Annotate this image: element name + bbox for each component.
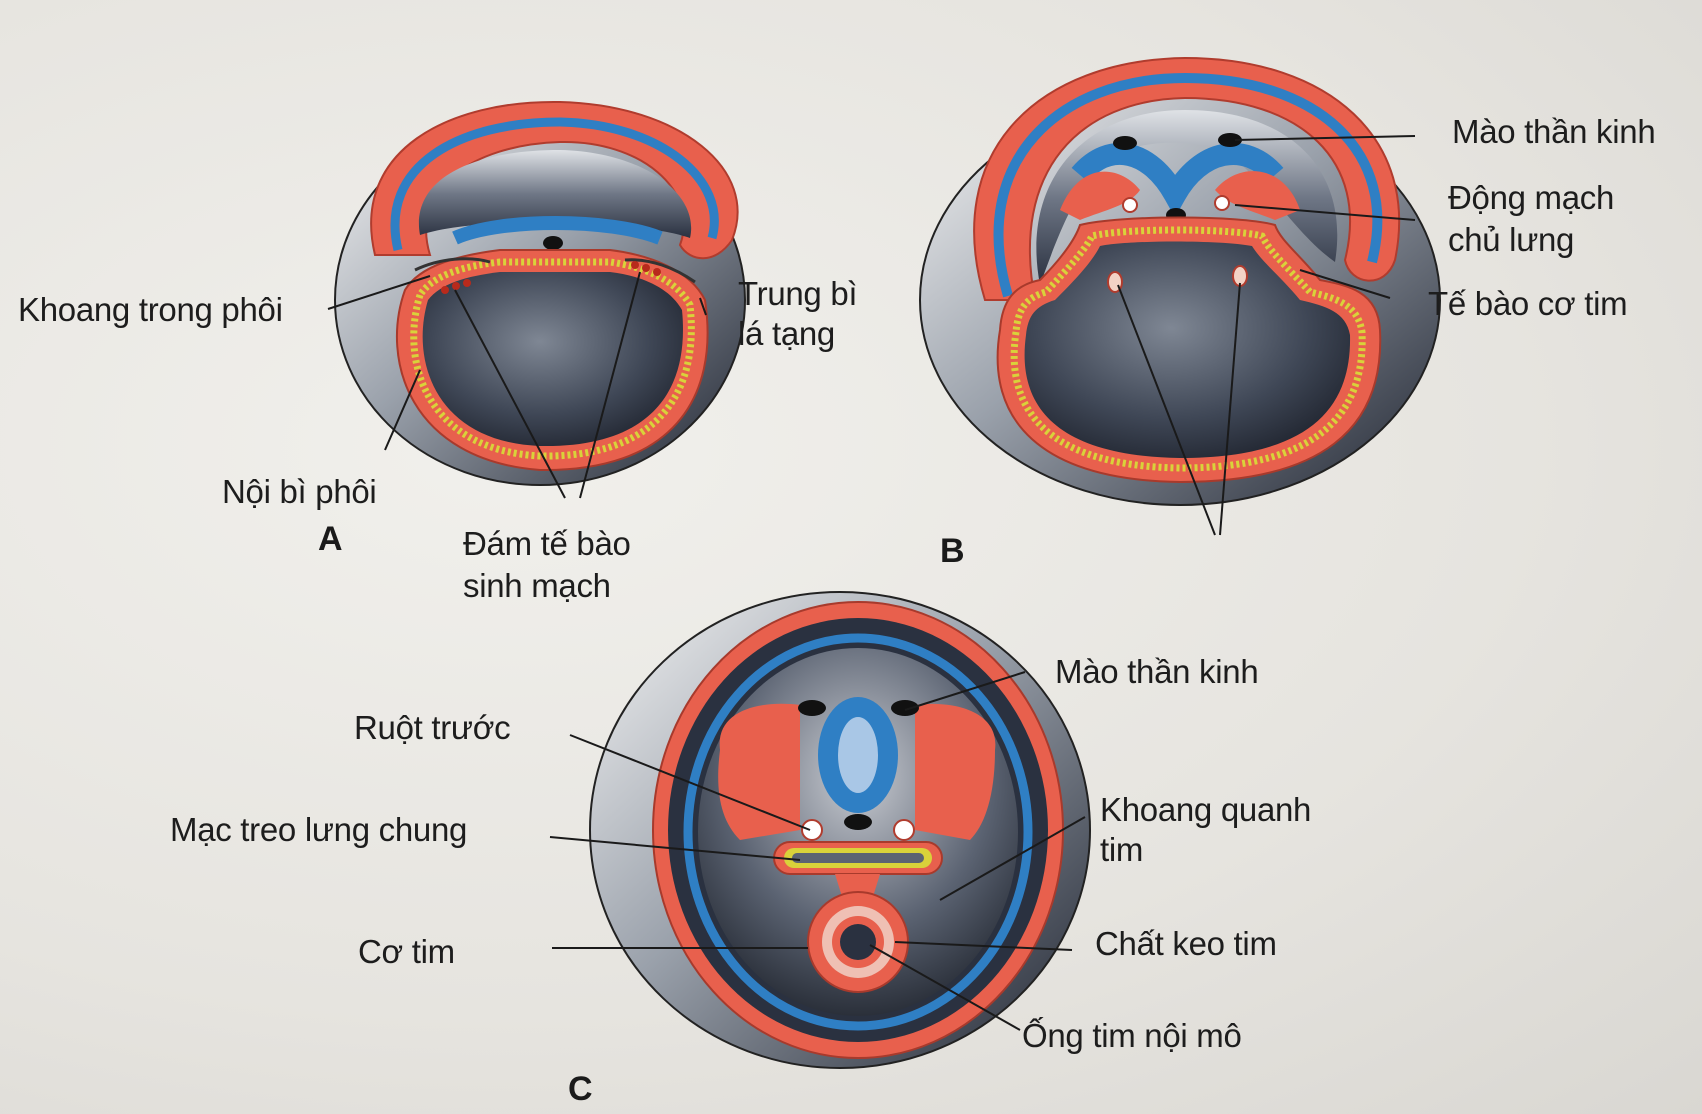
- a-leader-lines: [327, 271, 707, 499]
- label-dong-mach: Động mạch: [1448, 179, 1615, 216]
- b-amnion-mesoderm: [973, 56, 1401, 301]
- c-foregut-lumen: [792, 853, 924, 863]
- label-la-tang: lá tạng: [738, 315, 835, 352]
- panel-label-a: A: [318, 520, 343, 558]
- b-neural-crest: [1113, 133, 1242, 150]
- label-mac-treo-lung-chung: Mạc treo lưng chung: [170, 811, 468, 848]
- label-b-mao-than-kinh: Mào thần kinh: [1452, 113, 1656, 150]
- label-chat-keo-tim: Chất keo tim: [1095, 925, 1277, 962]
- c-leader-lines: [549, 671, 1086, 1031]
- c-notochord: [844, 814, 872, 830]
- panel-label-b: B: [940, 532, 965, 570]
- a-intraembryonic-cavity-right: [624, 258, 696, 284]
- label-te-bao-co-tim: Tế bào cơ tim: [1428, 285, 1628, 322]
- b-dorsal-aorta-left: [1122, 197, 1138, 213]
- a-amnion-cavity: [418, 150, 692, 238]
- c-dorsal-aorta-right: [893, 819, 915, 841]
- a-intraembryonic-cavity-left: [414, 257, 491, 272]
- c-neural-crest: [798, 700, 919, 716]
- label-dam-te-bao: Đám tế bào: [463, 525, 631, 562]
- a-amnion-ectoderm: [390, 117, 719, 252]
- c-ectoderm-blue: [683, 633, 1033, 1031]
- label-sinh-mach: sinh mạch: [463, 567, 611, 604]
- label-c-mao-than-kinh: Mào thần kinh: [1055, 653, 1259, 690]
- c-mesoderm-left: [718, 703, 800, 840]
- panel-c-drawing: [549, 591, 1091, 1069]
- label-noi-bi-phoi: Nội bì phôi: [222, 473, 377, 510]
- panel-a-drawing: [327, 100, 746, 499]
- b-amnion-ectoderm: [993, 72, 1383, 298]
- a-yolk-cavity: [422, 272, 683, 447]
- c-mesoderm-right: [915, 703, 996, 840]
- label-tim: tim: [1100, 831, 1144, 868]
- a-neural-plate: [452, 216, 663, 245]
- c-dorsal-aorta-left: [801, 819, 823, 841]
- b-yolk-cavity: [1024, 241, 1351, 458]
- label-ong-tim-noi-mo: Ống tim nội mô: [1022, 1017, 1242, 1054]
- label-khoang-trong-phoi: Khoang trong phôi: [18, 291, 283, 328]
- label-co-tim: Cơ tim: [358, 933, 455, 970]
- label-chu-lung: chủ lưng: [1448, 221, 1575, 258]
- b-neural-groove: [1071, 142, 1284, 218]
- a-notochord: [543, 236, 563, 250]
- label-trung-bi: Trung bì: [738, 275, 858, 312]
- c-heart-lumen: [840, 924, 876, 960]
- panel-b-drawing: [919, 56, 1441, 536]
- b-leader-lines: [1117, 135, 1416, 536]
- b-mesoderm-left: [1060, 171, 1140, 220]
- panel-label-c: C: [568, 1070, 593, 1108]
- label-ruot-truoc: Ruột trước: [354, 709, 511, 746]
- a-angiogenic-clusters: [441, 261, 661, 294]
- c-neural-canal: [838, 717, 878, 793]
- b-dorsal-aorta-right: [1214, 195, 1230, 211]
- label-khoang-quanh: Khoang quanh: [1100, 791, 1312, 828]
